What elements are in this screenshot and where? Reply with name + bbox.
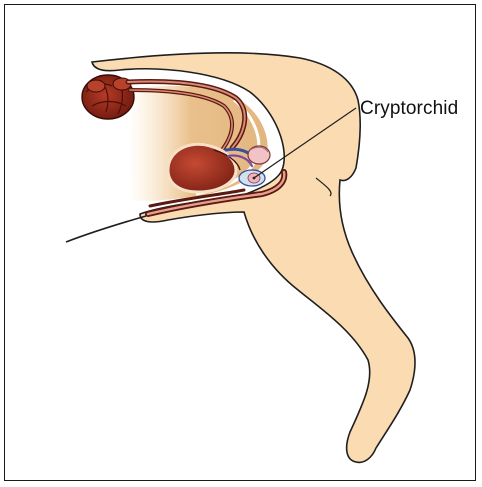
belly-line bbox=[66, 216, 146, 242]
cryptorchid-label: Cryptorchid bbox=[360, 98, 458, 120]
testis-pink bbox=[248, 146, 270, 164]
